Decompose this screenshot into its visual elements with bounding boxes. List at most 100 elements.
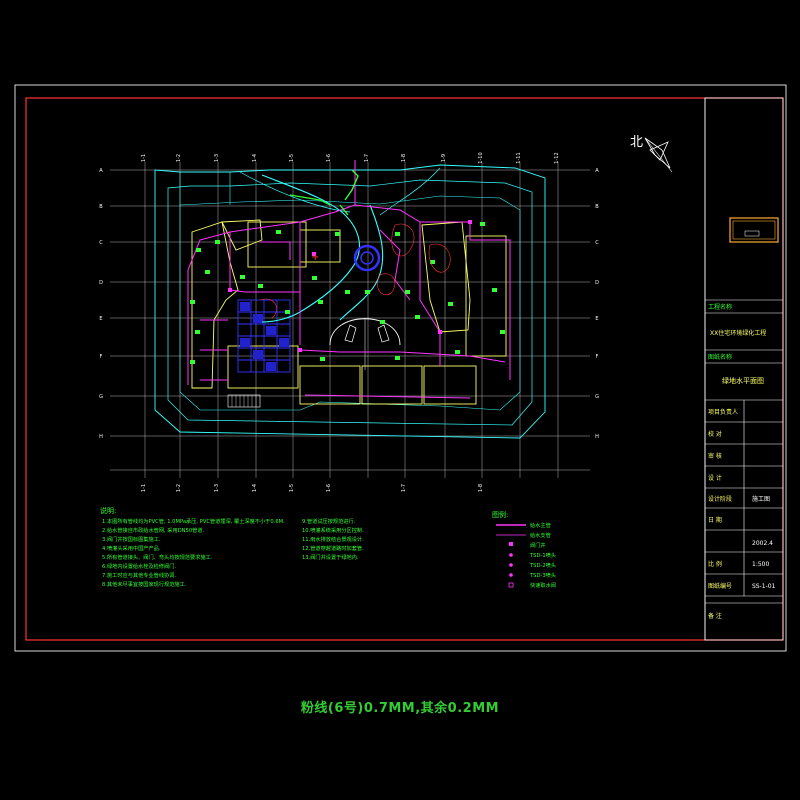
site-plan: + [154,160,546,439]
grid-label-top: 1-1 [141,154,147,162]
project-header-label: 工程名称 [708,303,732,311]
grid-label-bottom: 1-4 [252,484,258,492]
building-south-2 [361,365,423,405]
building-east [465,235,507,357]
planting-beds [259,223,451,319]
grid-label-bottom: 1-8 [478,484,484,492]
stream-branch [339,204,384,321]
legend-item-0: 给水主管 [530,521,551,529]
note-left-4: 4.喷灌头采用中国产产品. [102,544,161,552]
building-southwest [227,345,299,389]
water-pipe-network [187,160,511,399]
legend-title: 图例: [492,510,508,519]
title-block: 工程名称 XX住宅环境绿化工程 图纸名称 绿地水平面图 项目负责人 校 对 审 … [704,97,784,641]
north-arrow: 北 [630,135,673,173]
paved-plaza [237,299,291,373]
fountain-center [360,251,374,265]
grid-label-left: D [99,280,103,286]
grid-label-left: H [99,434,103,440]
grid-labels: 1-1 1-2 1-3 1-4 1-5 1-6 1-7 1-8 1-9 1-10 1-11 1-12A… [99,152,599,492]
grid-label-top: 1-6 [326,154,332,162]
note-right-4: 12.管道穿越道路时加套管. [302,544,364,552]
approval-stamp [729,217,779,243]
grid-label-top: 1-10 [478,152,484,163]
scale-value: 1:500 [752,561,769,568]
grid-label-bottom: 1-1 [141,484,147,492]
grid-label-bottom: 1-5 [289,484,295,492]
grid-label-top: 1-9 [441,154,447,162]
sprinkler-heads [190,222,505,364]
grid-label-right: G [595,394,599,400]
grid-label-bottom: 1-2 [176,484,182,492]
note-right-2: 10.喷灌系统采用分区控制. [302,526,364,534]
grid-label-bottom: 1-7 [401,484,407,492]
legend-item-6: 快速取水阀 [530,581,556,589]
drawing-header-label: 图纸名称 [708,353,732,361]
grid-label-top: 1-11 [516,152,522,163]
legend-item-5: TSD-3喷头 [529,571,556,579]
grid-label-right: C [595,240,599,246]
design-stage-label: 设计阶段 [708,495,732,503]
inner-road [167,179,533,426]
tb-row-label-1: 校 对 [708,430,722,438]
notes-title: 说明: [100,506,116,515]
note-left-7: 7.施工时应与其他专业管线协调. [102,571,176,579]
grid-label-right: D [595,280,599,286]
outer-border [14,84,787,652]
grid-label-left: G [99,394,103,400]
tb-row-label-3: 设 计 [708,474,722,482]
note-left-3: 3.阀门井按国标图集施工. [102,535,161,543]
grid-label-top: 1-2 [176,154,182,162]
note-left-8: 8.其他未尽事宜按国家现行规范施工. [102,580,187,588]
grid-label-top: 1-5 [289,154,295,162]
legend-item-2: 阀门井 [530,541,546,549]
grid-label-right: F [596,354,599,360]
grid-label-top: 1-3 [214,154,220,162]
note-left-5: 5.所有管道接头、阀门、弯头均按规范要求施工. [102,553,213,561]
note-left-6: 6.绿地内设置给水栓及检修阀门. [102,562,176,570]
grid-label-left: A [99,168,103,174]
north-label: 北 [630,135,643,150]
building-south-3 [423,365,477,405]
note-left-2: 2.给水管接自市政给水管网, 采用DN50管道. [102,526,205,534]
tb-row-label-2: 审 核 [708,452,722,460]
line-weight-caption: 粉线(6号)0.7MM,其余0.2MM [300,701,500,716]
legend-item-3: TSD-1喷头 [529,551,556,559]
coordinate-grid [110,162,590,478]
pipe-valves [228,220,472,352]
grid-label-top: 1-4 [252,154,258,162]
grid-label-right: H [595,434,599,440]
date-label: 日 期 [708,516,722,524]
grid-label-left: E [99,316,102,322]
note-right-5: 13.阀门井设置于绿地内. [302,553,359,561]
grid-label-top: 1-12 [554,152,560,163]
fountain-pool [353,244,381,272]
stream [261,174,360,323]
grid-label-left: F [100,354,103,360]
legend-item-4: TSD-2喷头 [529,561,556,569]
drawing-no-label: 图纸编号 [708,582,732,590]
legend: 图例: 给水主管 给水支管 阀门井 TSD-1喷头 TSD-2喷头 TSD-3喷… [492,510,556,589]
grid-label-bottom: 1-3 [214,484,220,492]
tb-row-label-0: 项目负责人 [708,408,738,416]
grid-label-right: E [595,316,598,322]
note-right-3: 11.雨水排放结合景观设计. [302,535,364,543]
grid-label-top: 1-7 [364,154,370,162]
scale-label: 比 例 [708,560,722,568]
grid-label-right: A [595,168,599,174]
design-notes: 说明: 1.本图所有管线均为PVC管, 1.0MPa承压, PVC管道埋深, 覆… [100,506,364,588]
building-west [191,221,239,389]
legend-item-1: 给水支管 [530,531,551,539]
drawing-no-value: SS-1-01 [752,583,776,590]
date-value: 2002.4 [752,540,773,547]
grid-label-bottom: 1-6 [326,484,332,492]
building-northwest [221,219,263,251]
project-name: XX住宅环境绿化工程 [710,329,766,337]
building-north-block [247,221,307,268]
plaza-fill [240,302,289,371]
design-stage-value: 施工图 [752,495,770,503]
note-left-1: 1.本图所有管线均为PVC管, 1.0MPa承压, PVC管道埋深, 覆土深度不… [102,517,285,525]
svg-text:+: + [311,252,319,263]
building-south-1 [299,365,361,405]
